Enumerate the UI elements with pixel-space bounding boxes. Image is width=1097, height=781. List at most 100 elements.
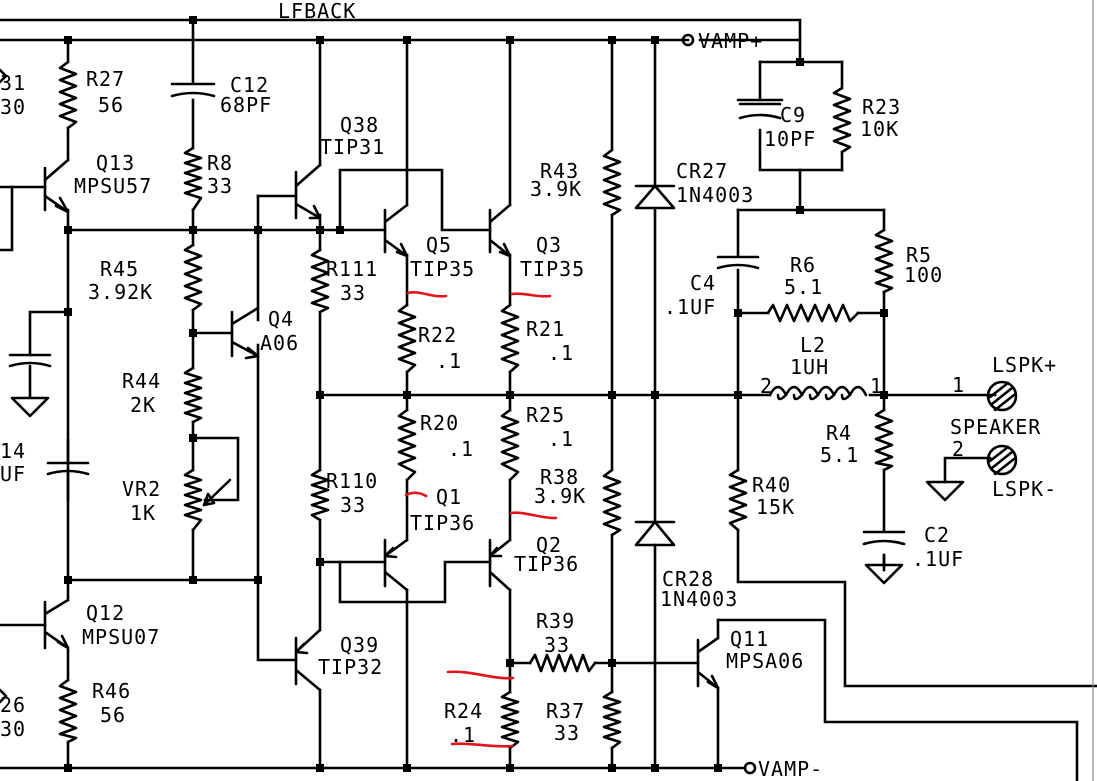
c2-ref: C2 (924, 523, 950, 547)
resistor-r21-symbol (500, 303, 520, 374)
r24-ref: R24 (444, 699, 483, 723)
junction-dot (316, 226, 324, 234)
c12-ref: C12 (230, 73, 269, 97)
junction-dot (316, 391, 324, 399)
speaker-plus-label: LSPK+ (992, 353, 1057, 377)
r20-ref: R20 (420, 411, 459, 435)
cr27-part: 1N4003 (676, 183, 754, 207)
q13-ref: Q13 (96, 151, 135, 175)
r8-value: 33 (207, 174, 233, 198)
q4-ref: Q4 (268, 307, 294, 331)
speaker-terminals (986, 380, 1018, 476)
r40-value: 15K (756, 495, 795, 519)
junction-dot (64, 576, 72, 584)
r26-value: 30 (0, 717, 26, 741)
r5-ref: R5 (906, 243, 932, 267)
l2-pin-b: 1 (870, 374, 883, 398)
c9-value: 10PF (764, 127, 816, 151)
ground-c2-icon (864, 553, 904, 585)
r40-ref: R40 (752, 473, 791, 497)
r37-ref: R37 (546, 699, 585, 723)
r38-value: 3.9K (534, 484, 586, 508)
q38-ref: Q38 (340, 113, 379, 137)
speaker-pin1: 1 (952, 373, 965, 397)
junction-dot (189, 16, 197, 24)
junction-dot (403, 764, 411, 772)
r4-ref: R4 (826, 421, 852, 445)
junction-dot (506, 659, 514, 667)
r20-value: .1 (448, 437, 474, 461)
r25-ref: R25 (526, 403, 565, 427)
r110-ref: R110 (326, 469, 378, 493)
r39-value: 33 (544, 633, 570, 657)
capacitor-c9-symbol (736, 98, 784, 120)
junction-dot (880, 309, 888, 317)
transistor-q13-symbol (43, 158, 70, 214)
junction-dot (189, 329, 197, 337)
r22-ref: R22 (418, 323, 457, 347)
r111-value: 33 (340, 281, 366, 305)
resistor-r24-symbol (500, 690, 520, 750)
junction-dot (316, 558, 324, 566)
junction-dot (796, 58, 804, 66)
transistor-q11-symbol (696, 636, 720, 690)
junction-dot (608, 659, 616, 667)
r31-value: 30 (0, 95, 26, 119)
cr27-ref: CR27 (676, 159, 728, 183)
r4-value: 5.1 (820, 443, 859, 467)
wires (0, 18, 1097, 781)
r37-value: 33 (554, 721, 580, 745)
transistor-q1-symbol (383, 538, 409, 592)
speaker-pin2: 2 (952, 437, 965, 461)
resistor-r4-symbol (874, 408, 894, 472)
transistor-q5-symbol (383, 203, 409, 258)
resistor-r44-symbol (183, 366, 203, 424)
vr2-value: 1K (130, 501, 156, 525)
r21-ref: R21 (526, 317, 565, 341)
ground-speaker-icon (925, 480, 965, 502)
q2-ref: Q2 (536, 533, 562, 557)
speaker-minus-label: LSPK- (992, 477, 1057, 501)
q38-part: TIP31 (320, 135, 385, 159)
junction-dot (608, 391, 616, 399)
r46-ref: R46 (92, 679, 131, 703)
ground-symbols (10, 364, 965, 585)
junction-dot (734, 391, 742, 399)
speaker-minus-terminal-icon (986, 444, 1018, 476)
q39-ref: Q39 (340, 633, 379, 657)
r26-ref: 26 (0, 693, 26, 717)
r39-ref: R39 (536, 609, 575, 633)
resistor-r40-symbol (728, 468, 748, 532)
q5-ref: Q5 (426, 233, 452, 257)
resistor-r27-symbol (58, 60, 78, 130)
q13-part: MPSU57 (74, 174, 152, 198)
junction-dot (734, 309, 742, 317)
q1-part: TIP36 (410, 511, 475, 535)
r27-ref: R27 (86, 67, 125, 91)
transistor-q4-symbol (230, 306, 260, 360)
r43-value: 3.9K (530, 177, 582, 201)
q2-part: TIP36 (514, 552, 579, 576)
transistor-symbols (0, 158, 720, 692)
q12-part: MPSU07 (82, 625, 160, 649)
r21-value: .1 (548, 341, 574, 365)
transistor-q39-symbol (294, 628, 322, 692)
net-label-vamp-minus: VAMP- (758, 757, 823, 781)
r111-ref: R111 (326, 257, 378, 281)
q3-ref: Q3 (536, 233, 562, 257)
pot-vr2-symbol (183, 468, 203, 532)
terminal-circles (681, 33, 757, 775)
resistor-r38-symbol (602, 468, 622, 537)
r6-ref: R6 (790, 253, 816, 277)
red-markings (404, 291, 558, 748)
r8-ref: R8 (207, 151, 233, 175)
r45-ref: R45 (100, 257, 139, 281)
q1-ref: Q1 (436, 485, 462, 509)
junction-dot (64, 226, 72, 234)
q5-part: TIP35 (410, 257, 475, 281)
q4-part: A06 (260, 331, 299, 355)
junction-dot (796, 206, 804, 214)
transistor-q38-symbol (294, 163, 322, 220)
r110-value: 33 (340, 493, 366, 517)
